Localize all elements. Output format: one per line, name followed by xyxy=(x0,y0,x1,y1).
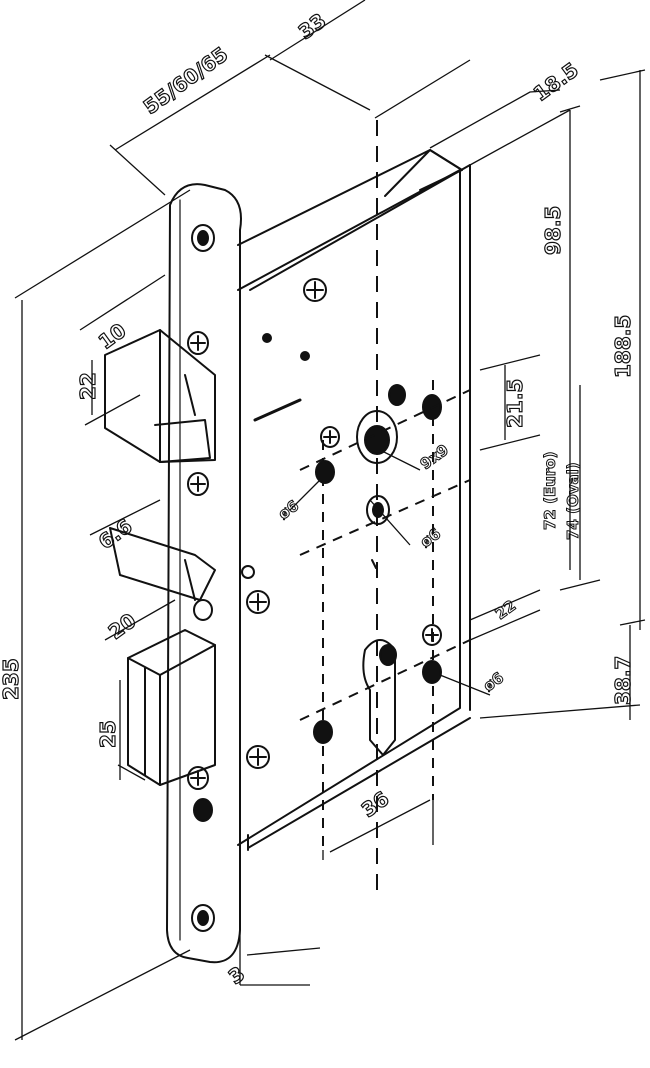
dim-forend-length: 235 xyxy=(0,658,23,700)
dim-overall-height: 188.5 xyxy=(611,315,635,378)
dim-latch-width: 10 xyxy=(94,318,131,354)
latch-bolt xyxy=(104,329,216,463)
auxiliary-bolt xyxy=(109,527,216,601)
dead-bolt xyxy=(127,629,216,786)
forend-screw-holes xyxy=(187,224,215,932)
dim-screw-diameter: ø6 xyxy=(275,496,302,523)
center-lines xyxy=(299,120,471,900)
dimension-lines xyxy=(14,0,646,1041)
dim-deadbolt-projection: 20 xyxy=(104,608,141,644)
dimension-labels: 55/60/65 33 18.5 98.5 188.5 10 22 21.5 ø… xyxy=(0,8,636,990)
dim-center-distance: 33 xyxy=(294,8,331,44)
dim-bottom-to-cylinder: 38.7 xyxy=(611,656,635,705)
lock-case-body xyxy=(237,149,471,851)
dim-latch-to-follower: 21.5 xyxy=(503,379,527,428)
dim-deadbolt-height: 25 xyxy=(96,720,120,748)
dim-latch-height: 22 xyxy=(76,372,100,400)
dim-oval-centers: 74 (Oval) xyxy=(564,462,582,540)
forend-plate xyxy=(166,183,242,964)
dim-cylinder-width: 36 xyxy=(357,786,394,822)
dim-deadbolt-throw: 6.6 xyxy=(94,514,137,554)
dim-follower-square: 9x9 xyxy=(417,441,452,474)
case-screws xyxy=(241,278,327,769)
dim-top-to-follower: 98.5 xyxy=(541,206,565,255)
dim-follower-diameter: ø6 xyxy=(417,524,444,551)
dim-forend-offset: 18.5 xyxy=(529,58,583,106)
dim-lower-screw-diameter: ø6 xyxy=(480,668,507,695)
dim-euro-centers: 72 (Euro) xyxy=(541,452,559,530)
